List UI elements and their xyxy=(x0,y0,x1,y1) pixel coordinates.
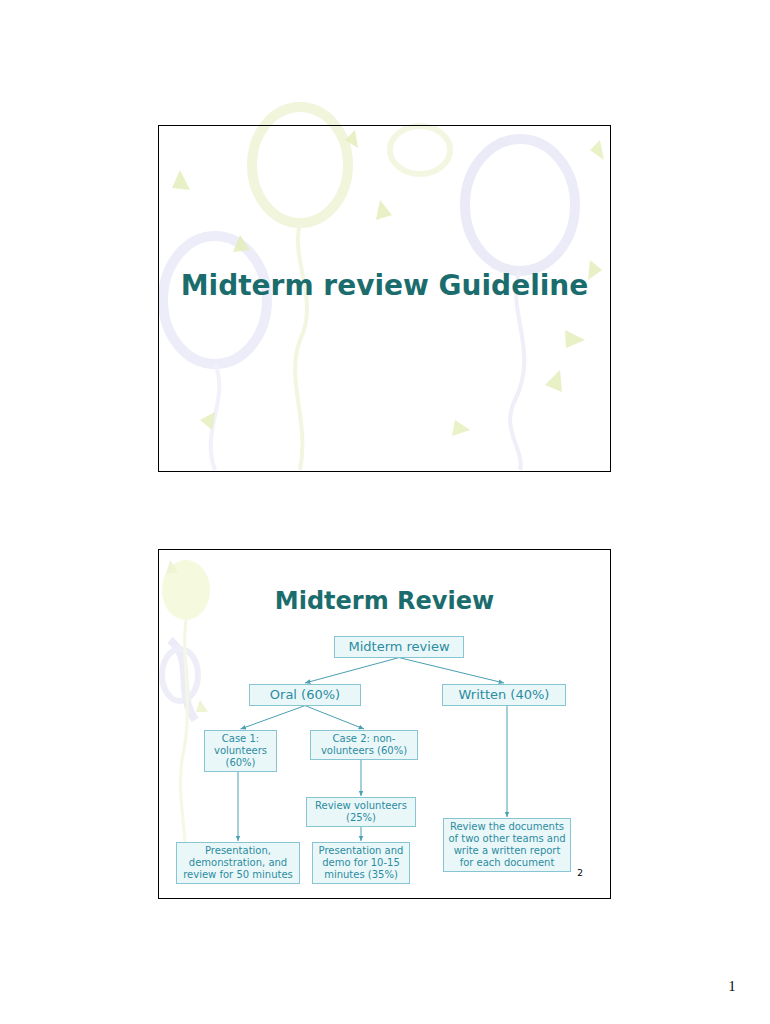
box-text: Review the documents of two other teams … xyxy=(447,821,567,869)
connector-arrow xyxy=(238,772,239,841)
box-text: Written (40%) xyxy=(446,687,562,703)
connector-arrow xyxy=(361,827,362,841)
connector-arrow xyxy=(305,706,364,729)
box-text: Presentation and demo for 10-15 minutes … xyxy=(316,845,406,881)
task-box: Presentation and demo for 10-15 minutes … xyxy=(312,842,410,884)
slide-frame xyxy=(159,550,611,899)
box-text: Midterm review xyxy=(338,639,460,655)
slide-frame xyxy=(159,126,611,472)
page-number: 1 xyxy=(722,979,742,996)
connector-arrow xyxy=(361,760,362,796)
task-box: Review the documents of two other teams … xyxy=(443,818,571,872)
slide-title: Midterm review Guideline xyxy=(158,268,611,304)
box-text: Case 2: non-volunteers (60%) xyxy=(314,733,414,757)
balloon-art xyxy=(162,560,210,880)
slide-title: Midterm Review xyxy=(158,587,611,615)
case-box: Case 2: non-volunteers (60%) xyxy=(310,730,418,760)
box-text: Case 1: volunteers (60%) xyxy=(208,733,273,769)
task-box: Presentation, demonstration, and review … xyxy=(176,842,300,884)
slide-number: 2 xyxy=(572,868,588,879)
connector-arrow xyxy=(305,658,399,683)
connector-arrow xyxy=(507,706,508,817)
box-text: Presentation, demonstration, and review … xyxy=(180,845,296,881)
task-box: Review volunteers (25%) xyxy=(306,797,416,827)
case-box: Case 1: volunteers (60%) xyxy=(204,730,277,772)
category-box: Oral (60%) xyxy=(249,684,361,706)
root-box: Midterm review xyxy=(334,636,464,658)
connector-arrow xyxy=(399,658,504,683)
box-text: Oral (60%) xyxy=(253,687,357,703)
category-box: Written (40%) xyxy=(442,684,566,706)
box-text: Review volunteers (25%) xyxy=(310,800,412,824)
connector-arrow xyxy=(241,706,306,729)
